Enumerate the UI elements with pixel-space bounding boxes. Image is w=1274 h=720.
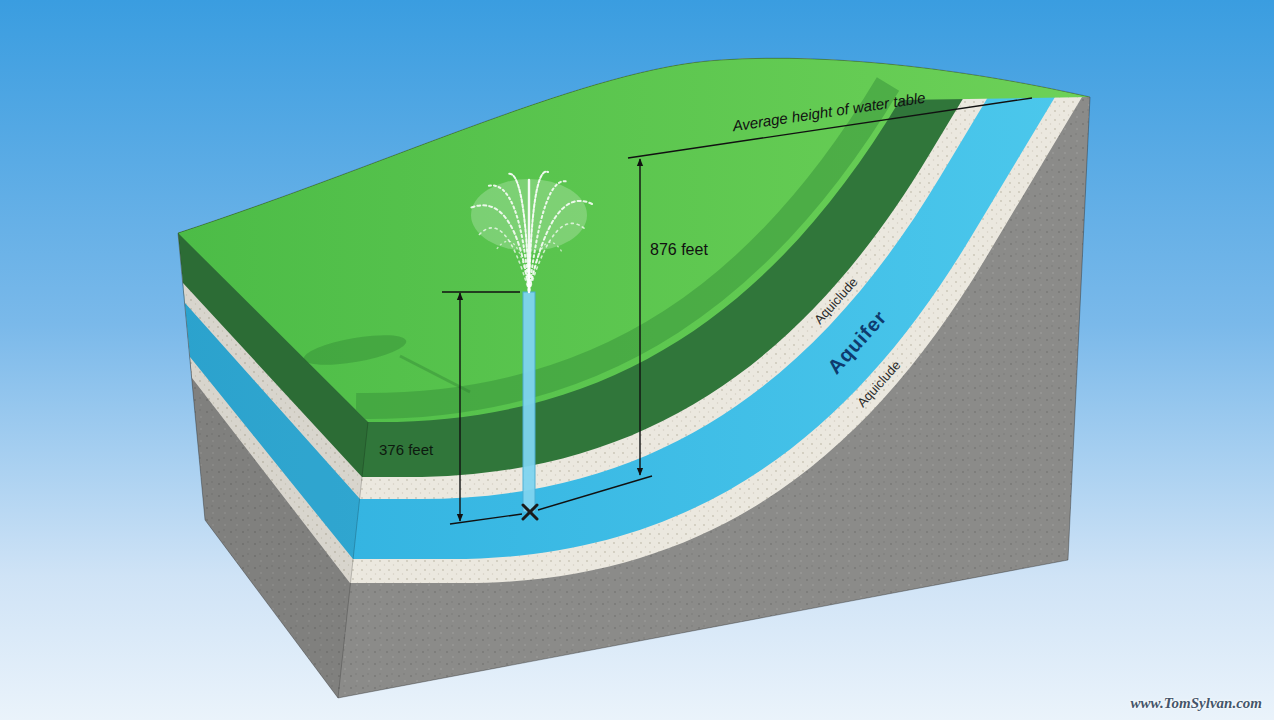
layer-label: Aquiclude xyxy=(854,358,904,411)
block-corner-edge xyxy=(338,422,368,698)
depth-dimension: 376 feet xyxy=(379,441,433,459)
layer-label: Aquiclude xyxy=(811,275,861,328)
ground-surface xyxy=(178,58,1090,422)
bedrock xyxy=(178,58,1090,698)
block-outline xyxy=(178,58,1090,698)
well-water-column xyxy=(523,292,535,512)
drill-point-marker xyxy=(523,505,537,519)
height-dimension: 876 feet xyxy=(650,240,708,259)
side-face-shade xyxy=(178,233,368,698)
watermark: www.TomSylvan.com xyxy=(1131,694,1262,712)
tree-shadow xyxy=(302,329,409,371)
water-table-label: Average height of water table xyxy=(731,89,926,136)
fountain-spray xyxy=(470,172,592,292)
outcrop-shading xyxy=(356,84,888,406)
layer-label: Aquifer xyxy=(822,305,891,378)
dimension-lines xyxy=(442,98,1032,524)
